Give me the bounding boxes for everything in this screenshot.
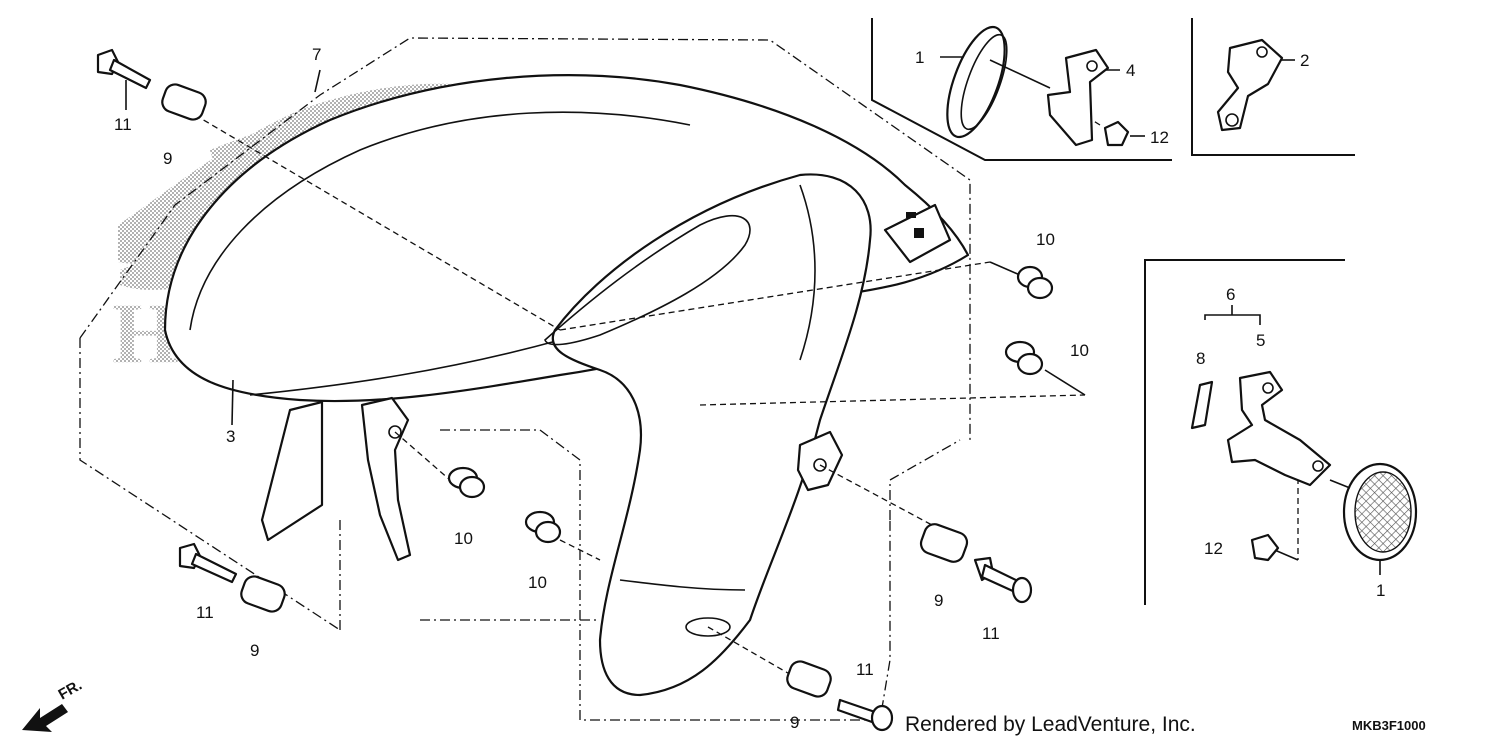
callout-12: 12 xyxy=(1150,128,1169,147)
callout-1: 1 xyxy=(915,48,924,67)
callout-labels: 7 11 9 3 10 11 9 10 9 11 10 10 9 11 1 4 … xyxy=(114,45,1385,732)
callout-2: 2 xyxy=(1300,51,1309,70)
reflector-box-top xyxy=(871,18,1355,161)
reflector-assembly-part xyxy=(1190,370,1418,562)
callout-11: 11 xyxy=(196,603,214,622)
callout-11: 11 xyxy=(982,624,1000,643)
reflector-bracket-part xyxy=(1046,48,1130,147)
callout-1: 1 xyxy=(1376,581,1385,600)
front-arrow-icon: FR. xyxy=(22,677,85,732)
callout-10: 10 xyxy=(454,529,473,548)
callout-9: 9 xyxy=(934,591,943,610)
callout-9: 9 xyxy=(163,149,172,168)
callout-5: 5 xyxy=(1256,331,1265,350)
fender-decal-part xyxy=(260,400,324,542)
callout-3: 3 xyxy=(226,427,235,446)
callout-4: 4 xyxy=(1126,61,1135,80)
callout-7: 7 xyxy=(312,45,321,64)
front-fender-part xyxy=(163,74,970,697)
grommet-part xyxy=(161,83,969,698)
callout-9: 9 xyxy=(790,713,799,732)
callout-6: 6 xyxy=(1226,285,1235,304)
reflector-part-top xyxy=(946,25,1051,139)
render-credit: Rendered by LeadVenture, Inc. xyxy=(905,713,1196,736)
callout-10: 10 xyxy=(528,573,547,592)
callout-10: 10 xyxy=(1036,230,1055,249)
flange-bolt-part xyxy=(96,48,1033,732)
front-direction-label: FR. xyxy=(56,677,85,704)
callout-12: 12 xyxy=(1204,539,1223,558)
reflector-box-right xyxy=(1144,259,1345,605)
callout-11: 11 xyxy=(114,115,132,134)
callout-11: 11 xyxy=(856,660,874,679)
callout-10: 10 xyxy=(1070,341,1089,360)
diagram-code: MKB3F1000 xyxy=(1352,718,1426,733)
callout-9: 9 xyxy=(250,641,259,660)
callout-8: 8 xyxy=(1196,349,1205,368)
fender-frame xyxy=(79,37,971,721)
collar-part xyxy=(447,265,1054,544)
reflector-stay-part xyxy=(1216,38,1284,132)
